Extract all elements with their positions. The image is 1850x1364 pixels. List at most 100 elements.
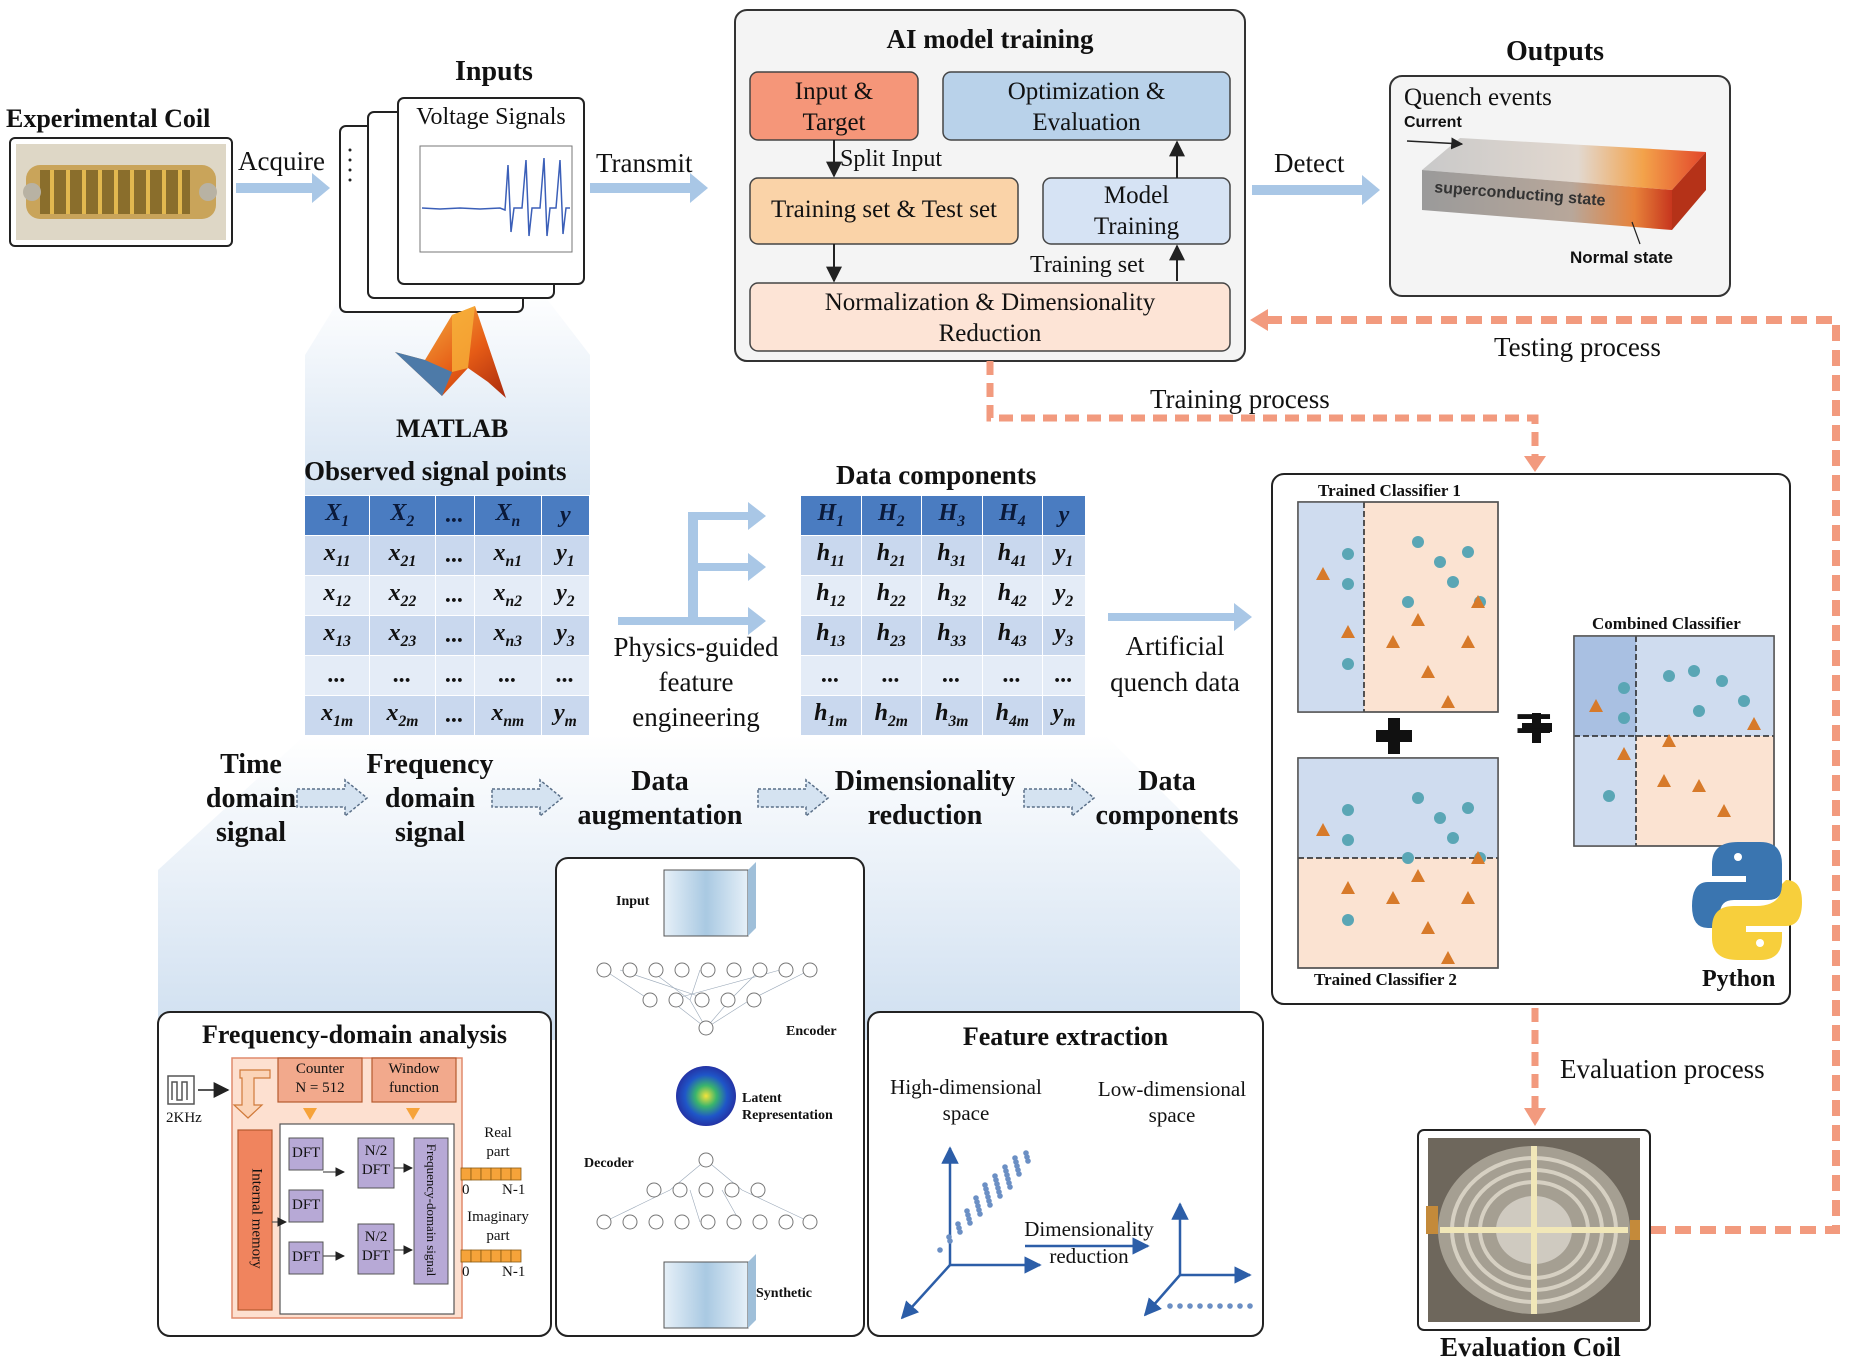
artificial-line1: Artificial bbox=[1125, 631, 1225, 661]
class-a-point bbox=[1462, 802, 1474, 814]
observed-cell: x1m bbox=[303, 695, 371, 736]
class-a-point bbox=[1434, 556, 1446, 568]
input-target-box: Input & Target bbox=[750, 76, 918, 138]
component-cell: ... bbox=[1042, 655, 1086, 696]
class-a-point bbox=[1447, 832, 1459, 844]
observed-cell: ... bbox=[434, 575, 475, 616]
component-cell: h12 bbox=[800, 575, 862, 616]
class-a-point bbox=[1716, 675, 1728, 687]
class-a-point bbox=[1342, 548, 1354, 560]
physics-guided-line3: engineering bbox=[632, 702, 760, 732]
ae-latent-line1: Latent bbox=[742, 1091, 782, 1106]
detect-label: Detect bbox=[1274, 148, 1345, 178]
class-b-point bbox=[1441, 951, 1455, 964]
observed-cell: x22 bbox=[369, 575, 436, 616]
observed-header-cell: X1 bbox=[303, 495, 371, 536]
real-zero: 0 bbox=[462, 1182, 470, 1198]
ae-encoder-label: Encoder bbox=[786, 1024, 837, 1039]
quench-slab-front bbox=[1422, 170, 1672, 230]
evaluation-coil-photo bbox=[1417, 1129, 1651, 1331]
observed-header-cell: X2 bbox=[369, 495, 436, 536]
component-cell: h1m bbox=[800, 695, 862, 736]
class-b-point bbox=[1717, 804, 1731, 817]
component-cell: ... bbox=[860, 655, 922, 696]
freq-domain-signal-label: Frequency-domain signal bbox=[424, 1143, 439, 1277]
scatter-point bbox=[1007, 1184, 1013, 1190]
testing-process-label: Testing process bbox=[1494, 332, 1661, 362]
component-cell: ym bbox=[1042, 695, 1086, 736]
n2-dft-1-line2: DFT bbox=[361, 1162, 391, 1178]
class-b-point bbox=[1386, 891, 1400, 904]
outputs-title: Outputs bbox=[1506, 36, 1605, 67]
physics-guided-line2: feature bbox=[658, 667, 734, 697]
scatter-point bbox=[1016, 1171, 1022, 1177]
component-cell: y1 bbox=[1042, 535, 1086, 576]
classifier-2 bbox=[1297, 757, 1499, 969]
class-a-point bbox=[1688, 665, 1700, 677]
low-dim-line1: Low-dimensional bbox=[1097, 1077, 1247, 1101]
class-b-point bbox=[1441, 695, 1455, 708]
class-b-point bbox=[1341, 881, 1355, 894]
feature-engineering-arrows bbox=[618, 502, 766, 635]
ae-decoder-label: Decoder bbox=[584, 1156, 634, 1171]
observed-header-cell: ... bbox=[434, 495, 475, 536]
n2-dft-2-line1: N/2 bbox=[364, 1229, 388, 1245]
voltage-waveform bbox=[421, 157, 570, 237]
component-cell: h41 bbox=[981, 535, 1043, 576]
ae-input-label: Input bbox=[616, 894, 650, 909]
ae-synthetic-label: Synthetic bbox=[756, 1286, 812, 1301]
input-target-line1: Input & bbox=[794, 78, 874, 105]
feature-extraction-diagram bbox=[900, 1146, 1253, 1320]
class-a-point bbox=[1342, 578, 1354, 590]
class-b-point bbox=[1341, 625, 1355, 638]
n2-dft-2-line2: DFT bbox=[361, 1248, 391, 1264]
observed-cell: ym bbox=[540, 695, 591, 736]
counter-label: Counter N = 512 bbox=[278, 1060, 362, 1098]
stage-aug-line1: Data bbox=[631, 766, 689, 797]
stage-dim-line1: Dimensionality bbox=[834, 766, 1016, 797]
artificial-line2: quench data bbox=[1110, 667, 1240, 697]
scatter-point bbox=[977, 1211, 983, 1217]
scatter-point bbox=[987, 1202, 993, 1208]
observed-cell: xn3 bbox=[473, 615, 542, 656]
class-b-point bbox=[1461, 635, 1475, 648]
stage-dimensionality-reduction: Dimensionality reduction bbox=[830, 765, 1020, 833]
testing-process-path bbox=[1262, 316, 1840, 1234]
class-a-point bbox=[1342, 834, 1354, 846]
stage-aug-line2: augmentation bbox=[577, 800, 743, 831]
evaluation-process-label: Evaluation process bbox=[1560, 1054, 1765, 1084]
class-b-point bbox=[1411, 869, 1425, 882]
evaluation-coil-title: Evaluation Coil bbox=[1440, 1332, 1621, 1362]
class-a-point bbox=[1663, 670, 1675, 682]
matlab-logo bbox=[395, 306, 506, 398]
training-process-path bbox=[986, 361, 1539, 458]
counter-line1: Counter bbox=[295, 1061, 345, 1077]
ai-training-title: AI model training bbox=[886, 24, 1094, 54]
imaginary-part-label: Imaginary part bbox=[460, 1208, 536, 1246]
class-a-point bbox=[1412, 536, 1424, 548]
dimred-label: Dimensionality reduction bbox=[1014, 1216, 1164, 1270]
n2-dft-2: N/2 DFT bbox=[358, 1228, 394, 1266]
acquire-label: Acquire bbox=[238, 146, 325, 176]
class-b-point bbox=[1461, 891, 1475, 904]
dft-3: DFT bbox=[292, 1249, 321, 1265]
stage-time-line2: domain bbox=[205, 783, 297, 814]
matlab-label: MATLAB bbox=[396, 414, 509, 443]
class-a-point bbox=[1434, 812, 1446, 824]
observed-cell: y2 bbox=[540, 575, 591, 616]
observed-header-cell: y bbox=[540, 495, 591, 536]
class-b-point bbox=[1747, 717, 1761, 730]
component-cell: h42 bbox=[981, 575, 1043, 616]
observed-header-cell: Xn bbox=[473, 495, 542, 536]
observed-cell: ... bbox=[473, 655, 542, 696]
experimental-coil-title: Experimental Coil bbox=[6, 104, 211, 133]
class-b-point bbox=[1316, 823, 1330, 836]
class-b-point bbox=[1421, 665, 1435, 678]
scatter-point bbox=[937, 1247, 943, 1253]
transmit-arrow bbox=[590, 173, 708, 203]
transmit-label: Transmit bbox=[596, 148, 693, 178]
scatter-point bbox=[947, 1238, 953, 1244]
